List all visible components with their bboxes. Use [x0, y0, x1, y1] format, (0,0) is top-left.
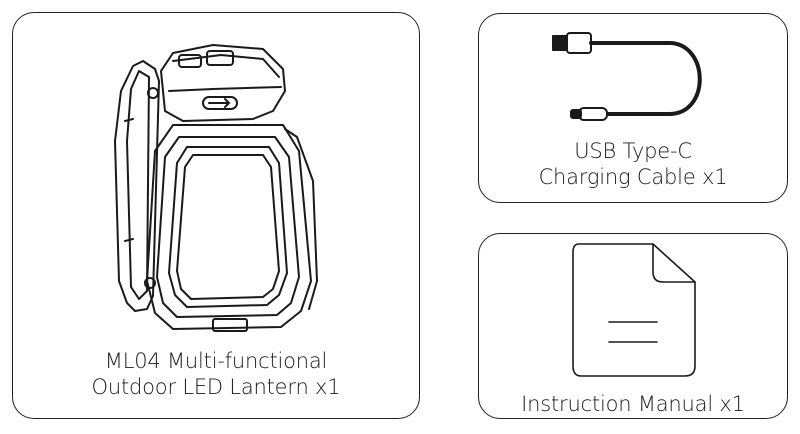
cable-label-line2: Charging Cable x1	[538, 165, 728, 189]
manual-label: Instruction Manual x1	[521, 392, 745, 416]
lantern-label-line2: Outdoor LED Lantern x1	[91, 375, 341, 399]
lantern-card: ML04 Multi-functional Outdoor LED Lanter…	[12, 12, 420, 419]
document-icon	[572, 243, 696, 377]
cable-card: USB Type-C Charging Cable x1	[478, 13, 788, 203]
cable-label: USB Type-C Charging Cable x1	[479, 138, 787, 190]
cable-label-line1: USB Type-C	[574, 139, 692, 163]
lantern-label-line1: ML04 Multi-functional	[104, 349, 328, 373]
lantern-label: ML04 Multi-functional Outdoor LED Lanter…	[13, 348, 419, 400]
lantern-icon	[114, 44, 318, 332]
usb-cable-icon	[552, 32, 702, 121]
manual-card: Instruction Manual x1	[478, 233, 788, 419]
